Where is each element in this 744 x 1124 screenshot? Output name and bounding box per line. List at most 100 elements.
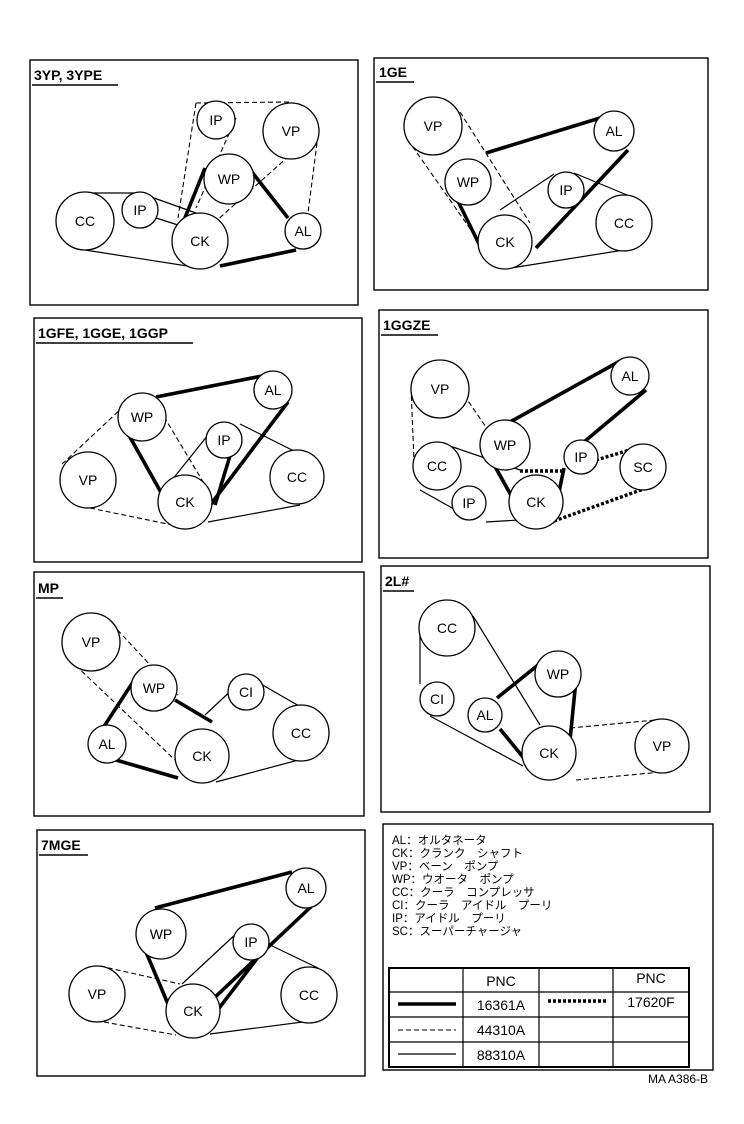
panel-3yp: 3YP, 3YPE IP VP WP CC bbox=[29, 59, 359, 306]
panel-frame bbox=[373, 57, 709, 291]
svg-text:CC: CC bbox=[287, 469, 307, 485]
pulley-ci: CI bbox=[419, 681, 455, 717]
svg-text:WP: WP bbox=[218, 171, 241, 187]
pulley-sc: SC bbox=[619, 443, 667, 491]
pulley-cc: CC bbox=[418, 599, 476, 657]
pulley-vp: VP bbox=[59, 451, 117, 509]
pulley-cc: CC bbox=[280, 966, 338, 1024]
svg-text:IP: IP bbox=[133, 202, 146, 218]
svg-text:CC: CC bbox=[75, 213, 95, 229]
svg-text:CK: CK bbox=[175, 494, 195, 510]
drawing-code: MA A386-B bbox=[648, 1072, 709, 1086]
svg-text:CK: CK bbox=[190, 233, 210, 249]
pnc-value: 17620F bbox=[627, 994, 674, 1010]
pulley-al: AL bbox=[467, 697, 503, 733]
pnc-table: PNC PNC 16361A 44310A 88310A 17620F bbox=[388, 967, 690, 1068]
pulley-al: AL bbox=[284, 212, 322, 250]
svg-text:AL: AL bbox=[294, 223, 311, 239]
svg-text:CC: CC bbox=[291, 725, 311, 741]
pulley-wp: WP bbox=[135, 908, 187, 960]
panel-title: 1GGZE bbox=[383, 317, 430, 333]
pulley-ip: IP bbox=[205, 421, 243, 459]
pulley-ip-lower: IP bbox=[121, 191, 159, 229]
pnc-header-left: PNC bbox=[486, 973, 516, 989]
svg-text:WP: WP bbox=[131, 409, 154, 425]
pulley-ip: IP bbox=[232, 923, 270, 961]
pulley-al: AL bbox=[610, 356, 650, 396]
svg-text:VP: VP bbox=[82, 634, 101, 650]
pulley-cc: CC bbox=[55, 191, 115, 251]
svg-text:IP: IP bbox=[244, 934, 257, 950]
pnc-value: 88310A bbox=[477, 1047, 526, 1063]
svg-text:AL: AL bbox=[297, 880, 314, 896]
pulley-vp: VP bbox=[634, 718, 690, 774]
svg-text:AL: AL bbox=[476, 707, 493, 723]
svg-text:IP: IP bbox=[217, 432, 230, 448]
panel-frame bbox=[29, 59, 359, 306]
svg-text:AL: AL bbox=[621, 368, 638, 384]
svg-text:WP: WP bbox=[457, 174, 480, 190]
svg-text:AL: AL bbox=[264, 382, 281, 398]
panel-frame bbox=[36, 829, 366, 1077]
pulley-ck: CK bbox=[508, 474, 564, 530]
pulley-ck: CK bbox=[171, 212, 229, 270]
svg-text:CC: CC bbox=[299, 987, 319, 1003]
legend-item-al: AL：オルタネータ bbox=[392, 834, 487, 847]
svg-text:CC: CC bbox=[437, 620, 457, 636]
svg-text:WP: WP bbox=[494, 437, 517, 453]
pulley-cc: CC bbox=[595, 194, 653, 252]
panel-mp: MP VP WP CI CC AL CK bbox=[33, 571, 365, 817]
pulley-ck: CK bbox=[521, 725, 577, 781]
panel-frame bbox=[33, 317, 363, 563]
legend-item-ci: CI：クーラ アイドル プーリ bbox=[392, 899, 552, 912]
svg-text:WP: WP bbox=[150, 926, 173, 942]
svg-text:CK: CK bbox=[183, 1003, 203, 1019]
panel-7mge: 7MGE AL WP IP VP CC bbox=[36, 829, 366, 1077]
svg-text:WP: WP bbox=[547, 666, 570, 682]
pulley-ip: IP bbox=[547, 171, 585, 209]
pulley-vp: VP bbox=[68, 965, 126, 1023]
pulley-wp: WP bbox=[117, 392, 167, 442]
svg-text:CK: CK bbox=[192, 748, 212, 764]
pnc-header-right: PNC bbox=[636, 970, 666, 986]
legend-item-vp: VP：ベーン ポンプ bbox=[392, 860, 499, 873]
pulley-vp: VP bbox=[410, 359, 470, 419]
legend-item-ck: CK：クランク シャフト bbox=[392, 847, 523, 860]
panel-title: 1GFE, 1GGE, 1GGP bbox=[38, 325, 168, 341]
svg-text:WP: WP bbox=[143, 680, 166, 696]
panel-title: 3YP, 3YPE bbox=[34, 67, 102, 83]
svg-text:CK: CK bbox=[539, 745, 559, 761]
pulley-ip-left: IP bbox=[451, 485, 487, 521]
panel-frame bbox=[378, 309, 709, 559]
pulley-al: AL bbox=[87, 724, 127, 764]
pulley-wp: WP bbox=[479, 419, 531, 471]
svg-text:VP: VP bbox=[653, 738, 672, 754]
svg-text:AL: AL bbox=[98, 736, 115, 752]
legend-item-ip: IP：アイドル プーリ bbox=[392, 912, 506, 925]
svg-text:VP: VP bbox=[282, 123, 301, 139]
panel-frame bbox=[380, 565, 711, 813]
pulley-wp: WP bbox=[444, 158, 492, 206]
pulley-al: AL bbox=[285, 867, 327, 909]
panel-2l: 2L# CC WP CI AL CK VP bbox=[380, 565, 711, 813]
pulley-ip-right: IP bbox=[563, 439, 599, 475]
svg-text:CC: CC bbox=[427, 458, 447, 474]
pulley-al: AL bbox=[253, 370, 293, 410]
legend-item-cc: CC：クーラ コンプレッサ bbox=[392, 886, 535, 899]
pulley-al: AL bbox=[593, 110, 635, 152]
svg-text:SC: SC bbox=[633, 459, 652, 475]
svg-text:AL: AL bbox=[605, 123, 622, 139]
pulley-ck: CK bbox=[174, 728, 230, 784]
panel-1gfe: 1GFE, 1GGE, 1GGP AL WP IP VP CC bbox=[33, 317, 363, 563]
pulley-wp: WP bbox=[203, 153, 255, 205]
pulley-wp: WP bbox=[534, 650, 582, 698]
legend-item-wp: WP：ウオータ ポンプ bbox=[392, 873, 514, 886]
panel-title: 7MGE bbox=[41, 837, 81, 853]
svg-text:VP: VP bbox=[431, 381, 450, 397]
pulley-cc: CC bbox=[272, 704, 330, 762]
svg-text:IP: IP bbox=[462, 495, 475, 511]
pulley-ck: CK bbox=[477, 214, 533, 270]
pulley-ip-upper: IP bbox=[196, 100, 236, 140]
svg-text:CI: CI bbox=[239, 684, 253, 700]
